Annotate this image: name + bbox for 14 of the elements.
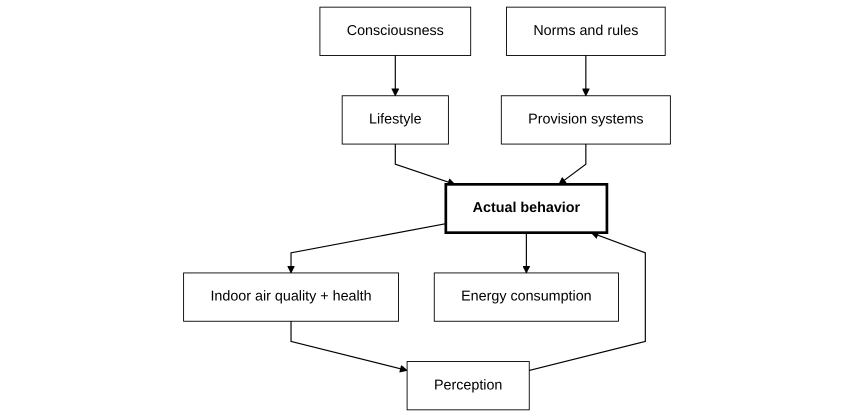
arrow (286, 223, 446, 274)
node-box: Consciousness (318, 6, 471, 56)
arrow (522, 232, 530, 274)
arrow (558, 144, 586, 185)
node-box: Perception (406, 361, 530, 410)
arrow (390, 55, 399, 96)
node-box: Norms and rules (506, 6, 666, 56)
node-box: Energy consumption (433, 272, 618, 322)
arrow (581, 55, 590, 96)
node-box: Provision systems (500, 95, 670, 145)
node-box: Actual behavior (444, 183, 608, 234)
node-box: Lifestyle (341, 95, 448, 145)
node-box: Indoor air quality + health (182, 272, 398, 322)
arrow (290, 321, 407, 372)
